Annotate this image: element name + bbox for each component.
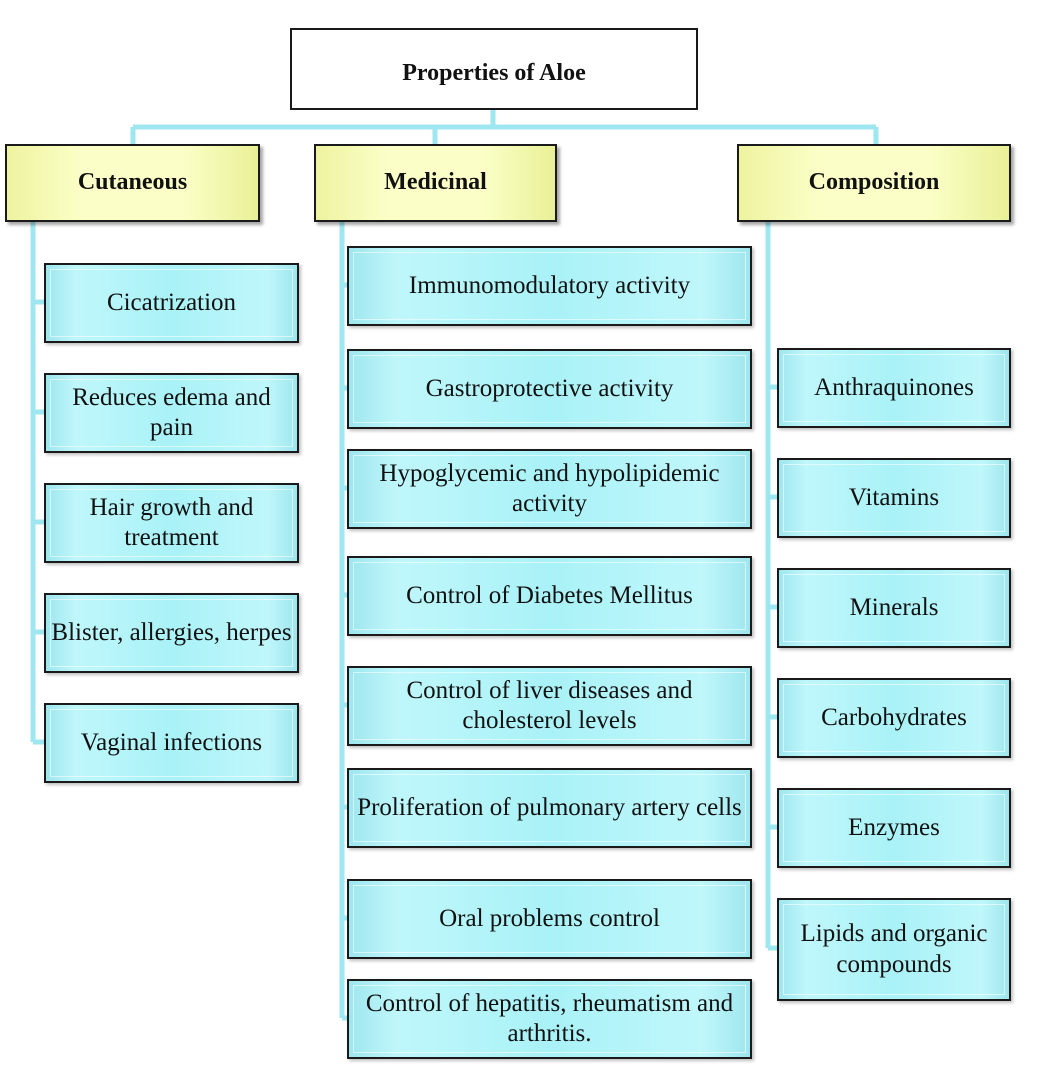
item-label: Blister, allergies, herpes — [51, 618, 292, 646]
category-title: Cutaneous — [77, 169, 188, 196]
category-title: Medicinal — [384, 169, 487, 196]
item-label: Vitamins — [848, 483, 940, 511]
cutaneous-item: Hair growth and treatment — [44, 483, 299, 563]
category-cutaneous: Cutaneous — [5, 144, 260, 222]
category-composition: Composition — [737, 144, 1011, 222]
item-label: Anthraquinones — [814, 373, 974, 401]
composition-item: Lipids and organic compounds — [777, 898, 1011, 1001]
category-title: Composition — [808, 169, 940, 196]
item-label: Carbohydrates — [821, 703, 967, 731]
medicinal-item: Oral problems control — [347, 879, 752, 959]
medicinal-item: Control of liver diseases and cholestero… — [347, 666, 752, 746]
cutaneous-item: Vaginal infections — [44, 703, 299, 783]
composition-item: Carbohydrates — [777, 678, 1011, 758]
medicinal-item: Gastroprotective activity — [347, 349, 752, 429]
medicinal-item: Control of hepatitis, rheumatism and art… — [347, 979, 752, 1059]
composition-item: Anthraquinones — [777, 348, 1011, 428]
item-label: Hypoglycemic and hypolipidemic activity — [379, 459, 720, 518]
item-label: Immunomodulatory activity — [408, 271, 691, 299]
composition-item: Vitamins — [777, 458, 1011, 538]
item-label: Reduces edema and pain — [72, 383, 271, 442]
cutaneous-item: Cicatrization — [44, 263, 299, 343]
item-label: Control of liver diseases and cholestero… — [406, 676, 693, 735]
item-label: Cicatrization — [106, 288, 237, 316]
root-node: Properties of Aloe — [290, 28, 698, 110]
item-label: Hair growth and treatment — [89, 493, 254, 552]
composition-item: Minerals — [777, 568, 1011, 648]
medicinal-item: Proliferation of pulmonary artery cells — [347, 768, 752, 848]
cutaneous-item: Reduces edema and pain — [44, 373, 299, 453]
item-label: Oral problems control — [439, 904, 660, 932]
item-label: Minerals — [849, 593, 939, 621]
item-label: Enzymes — [848, 813, 940, 841]
cutaneous-item: Blister, allergies, herpes — [44, 593, 299, 673]
item-label: Gastroprotective activity — [425, 374, 674, 402]
medicinal-item: Control of Diabetes Mellitus — [347, 556, 752, 636]
item-label: Control of hepatitis, rheumatism and art… — [365, 989, 734, 1048]
item-label: Control of Diabetes Mellitus — [406, 581, 693, 609]
category-medicinal: Medicinal — [314, 144, 557, 222]
item-label: Vaginal infections — [80, 728, 263, 756]
root-title: Properties of Aloe — [402, 60, 586, 87]
item-label: Proliferation of pulmonary artery cells — [357, 793, 742, 821]
medicinal-item: Hypoglycemic and hypolipidemic activity — [347, 449, 752, 529]
item-label: Lipids and organic compounds — [800, 920, 988, 978]
composition-item: Enzymes — [777, 788, 1011, 868]
medicinal-item: Immunomodulatory activity — [347, 246, 752, 326]
